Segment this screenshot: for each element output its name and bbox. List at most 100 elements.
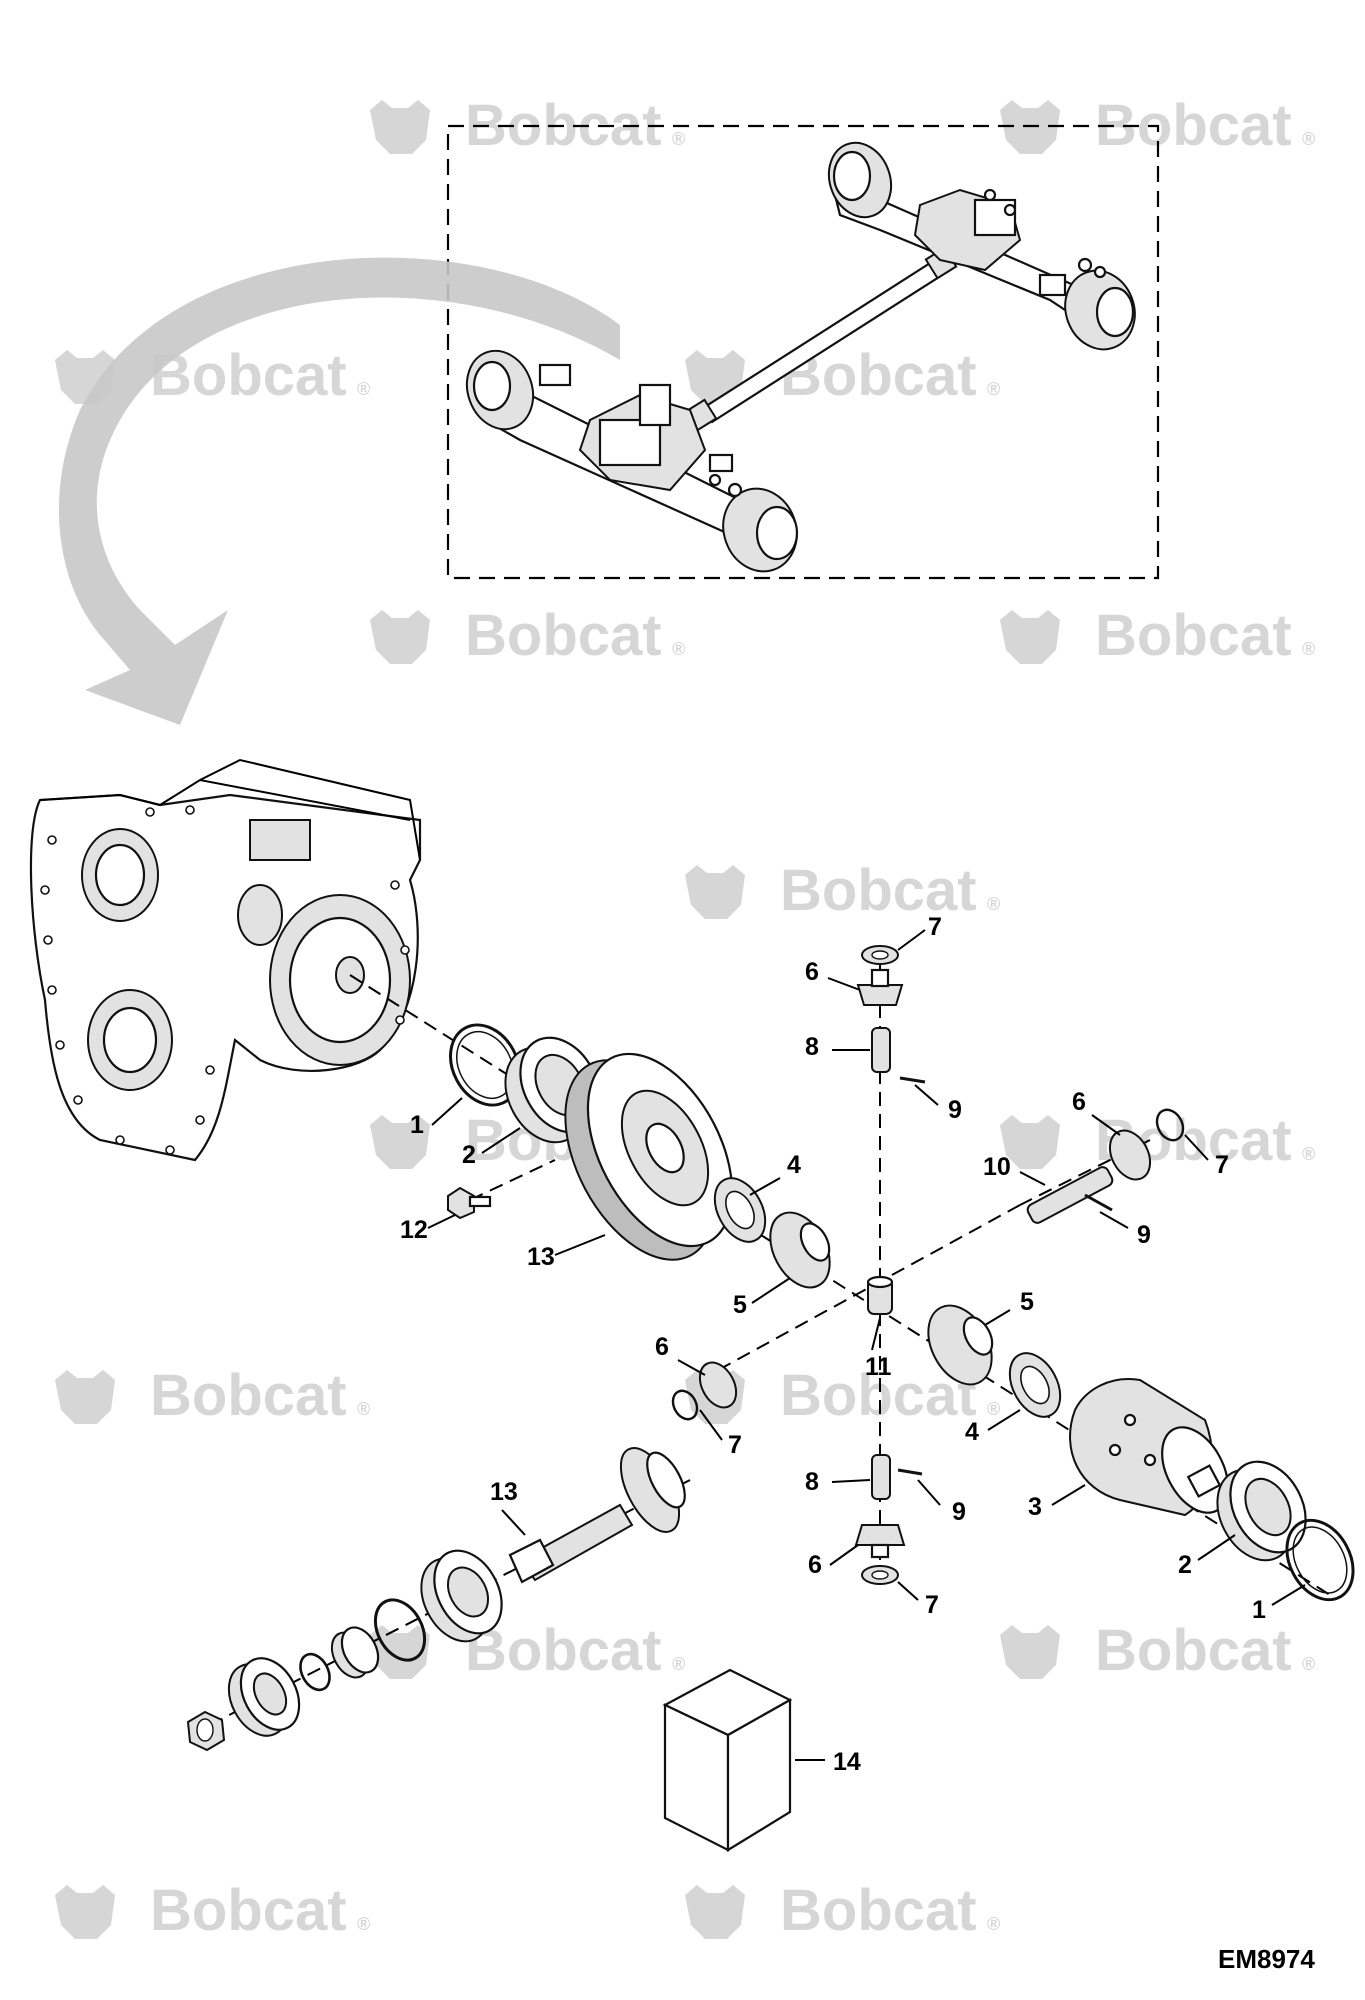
watermark-logo: Bobcat® <box>685 1878 1000 1943</box>
pinion-gear-left <box>671 1361 738 1421</box>
callout-label: 12 <box>400 1216 428 1244</box>
bobcat-head-icon <box>55 1370 115 1424</box>
callout-label: 9 <box>1137 1221 1151 1249</box>
callout-label: 9 <box>952 1498 966 1526</box>
main-assembly-axis <box>349 974 1331 1596</box>
callout: 9 <box>914 1084 962 1124</box>
callout-leader-line <box>829 1544 859 1566</box>
bobcat-head-icon <box>370 1625 430 1679</box>
bobcat-head-icon <box>685 1885 745 1939</box>
callout-leader-line <box>699 1409 723 1441</box>
callout-leader-line <box>914 1084 939 1106</box>
watermark-registered-mark: ® <box>672 1654 685 1674</box>
side-gear <box>769 1211 831 1289</box>
callout-label: 7 <box>925 1591 939 1619</box>
snap-ring <box>449 1023 521 1107</box>
callout: 7 <box>897 913 942 951</box>
rear-axle <box>827 141 1136 351</box>
bobcat-head-icon <box>370 1115 430 1169</box>
callout: 2 <box>462 1127 521 1169</box>
pin-top <box>871 1027 926 1084</box>
drive-shaft <box>684 246 958 432</box>
callout-leader-line <box>987 1409 1021 1431</box>
callout: 9 <box>917 1479 966 1526</box>
bobcat-head-icon <box>370 610 430 664</box>
bearing <box>1216 1460 1307 1562</box>
callout: 6 <box>805 958 861 991</box>
pin-bottom <box>871 1454 923 1500</box>
callout-leader-line <box>431 1097 463 1126</box>
callout: 8 <box>805 1033 870 1061</box>
callout-leader-line <box>917 1479 941 1506</box>
callout-label: 1 <box>1252 1596 1266 1624</box>
callout-label: 8 <box>805 1033 819 1061</box>
watermark-logo: Bobcat ® <box>55 1363 370 1428</box>
callout-leader-line <box>1184 1134 1209 1161</box>
callout-leader-line <box>1271 1584 1306 1606</box>
callout-leader-line <box>1091 1114 1121 1136</box>
watermark-brand: Bobcat <box>465 603 662 668</box>
pinion-spacer <box>330 1626 380 1679</box>
watermark-registered-mark: ® <box>357 1399 370 1419</box>
callout: 12 <box>400 1214 456 1244</box>
pinion-gear-top <box>856 968 904 1006</box>
callout-label: 8 <box>805 1468 819 1496</box>
callout-leader-line <box>1099 1211 1129 1229</box>
spider-center <box>866 1275 894 1315</box>
watermark-registered-mark: ® <box>1302 1654 1315 1674</box>
cross-shaft <box>1026 1166 1114 1224</box>
exploded-parts <box>186 945 1355 1852</box>
watermark-brand: Bobcat <box>150 343 347 408</box>
pinion-bearing-small <box>227 1657 301 1737</box>
callout-leader-line <box>481 1127 521 1154</box>
callout: 5 <box>733 1277 791 1319</box>
callout: 2 <box>1178 1534 1236 1579</box>
bobcat-head-icon <box>685 865 745 919</box>
ring-gear <box>564 1052 734 1261</box>
callout-leader-line <box>827 977 861 991</box>
callout-label: 13 <box>527 1243 555 1271</box>
callout: 10 <box>983 1153 1046 1186</box>
callout: 6 <box>1072 1088 1121 1136</box>
watermark-brand: Bobcat <box>780 1363 977 1428</box>
watermark-brand: Bobcat <box>150 1363 347 1428</box>
callout: 11 <box>865 1317 892 1381</box>
pinion-gear-bottom <box>854 1524 906 1559</box>
callout-label: 2 <box>1178 1551 1192 1579</box>
bobcat-head-icon <box>1000 1625 1060 1679</box>
callout: 14 <box>795 1748 861 1776</box>
callout-label: 5 <box>1020 1288 1034 1316</box>
watermark-brand: Bobcat <box>780 858 977 923</box>
watermark-registered-mark: ® <box>987 894 1000 914</box>
pinion-spacer-ring <box>373 1598 427 1662</box>
watermark-registered-mark: ® <box>987 1399 1000 1419</box>
pinion-bearing-large <box>420 1549 503 1643</box>
callout-label: 4 <box>787 1151 801 1179</box>
watermark-registered-mark: ® <box>357 1914 370 1934</box>
callout: 6 <box>655 1333 706 1376</box>
callout-label: 1 <box>410 1111 424 1139</box>
watermark-brand: Bobcat <box>150 1878 347 1943</box>
callout: 8 <box>805 1468 871 1496</box>
watermark-registered-mark: ® <box>987 379 1000 399</box>
callout-leader-line <box>984 1309 1011 1326</box>
watermark-registered-mark: ® <box>357 379 370 399</box>
watermark-registered-mark: ® <box>672 639 685 659</box>
callout: 3 <box>1028 1484 1086 1521</box>
watermark-brand: Bobcat <box>780 1878 977 1943</box>
callout-leader-line <box>1051 1484 1086 1506</box>
axle-assembly-inset <box>446 124 1160 580</box>
housing-bolts <box>40 805 410 1155</box>
inset-dashed-frame <box>446 124 1160 580</box>
callout-leader-line <box>677 1359 706 1376</box>
watermark-registered-mark: ® <box>672 129 685 149</box>
bolt <box>447 1186 492 1220</box>
callout-leader-line <box>427 1214 456 1229</box>
kit-box <box>662 1668 793 1852</box>
callout-label: 6 <box>1072 1088 1086 1116</box>
callout-leader-line <box>1019 1171 1046 1186</box>
watermark-logo: Bobcat® <box>1000 603 1315 668</box>
callout-label: 6 <box>808 1551 822 1579</box>
